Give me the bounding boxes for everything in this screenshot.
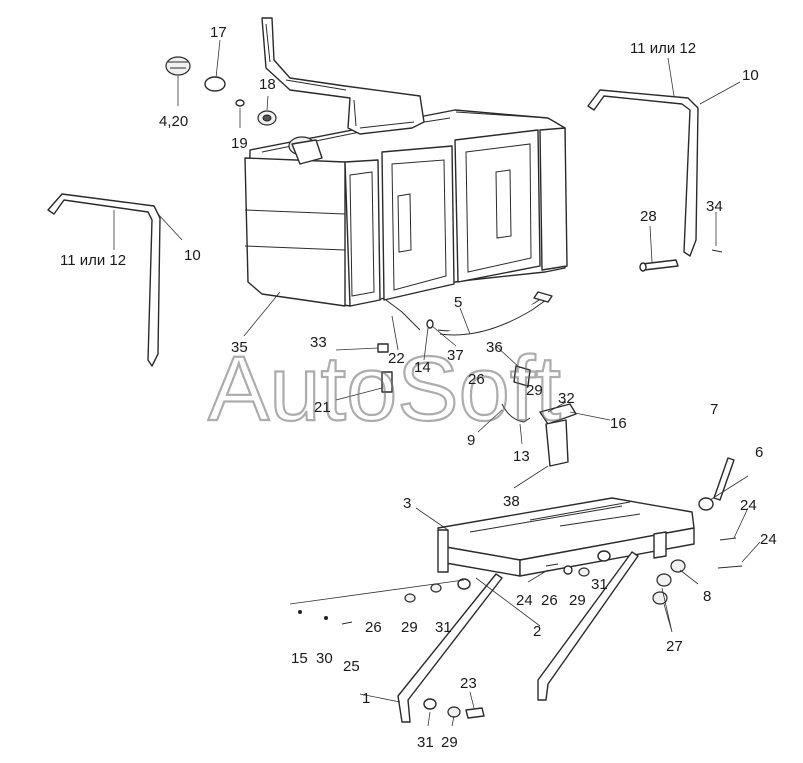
callout-24-c: 24 xyxy=(516,592,533,609)
watermark-text: AutoSoft xyxy=(208,338,561,440)
callout-23: 23 xyxy=(460,675,477,692)
callout-31-mid: 31 xyxy=(591,576,608,593)
callout-21: 21 xyxy=(314,399,331,416)
callout-19: 19 xyxy=(231,135,248,152)
callout-36: 36 xyxy=(486,339,503,356)
support-arm-2 xyxy=(537,551,639,701)
callout-11-or-12-right: 11 или 12 xyxy=(630,40,696,57)
support-arm-1 xyxy=(397,573,503,723)
callout-26-top: 26 xyxy=(468,371,485,388)
callout-35: 35 xyxy=(231,339,248,356)
callout-1: 1 xyxy=(362,690,370,707)
small-washer-19 xyxy=(235,99,245,107)
cotter-pin-34 xyxy=(711,249,723,253)
bolt-24-mid xyxy=(545,563,559,567)
callout-22: 22 xyxy=(388,350,405,367)
dots-15-30 xyxy=(298,610,328,620)
washer-6 xyxy=(698,497,714,511)
fuel-hose-14 xyxy=(385,299,421,331)
callout-33: 33 xyxy=(310,334,327,351)
callout-2: 2 xyxy=(533,623,541,640)
callout-16: 16 xyxy=(610,415,627,432)
cap-gasket xyxy=(204,76,226,92)
fuel-hose-5 xyxy=(437,291,553,336)
nut-29-mid xyxy=(578,567,590,577)
callout-31-bottom: 31 xyxy=(417,734,434,751)
callout-13: 13 xyxy=(513,448,530,465)
tank-strap-right xyxy=(587,89,699,257)
callout-24-a: 24 xyxy=(740,497,757,514)
callout-8: 8 xyxy=(703,588,711,605)
callout-10-left: 10 xyxy=(184,247,201,264)
nut-29-bottom xyxy=(447,706,461,718)
callout-27: 27 xyxy=(666,638,683,655)
callout-7: 7 xyxy=(710,401,718,418)
fuel-tank xyxy=(244,109,568,307)
callout-34: 34 xyxy=(706,198,723,215)
nut-26-low xyxy=(404,593,416,603)
washer-31-low xyxy=(457,578,471,590)
callout-15: 15 xyxy=(291,650,308,667)
nut-29-low xyxy=(430,583,442,593)
callout-29-bottom: 29 xyxy=(441,734,458,751)
callout-29-low: 29 xyxy=(401,619,418,636)
callout-10-right: 10 xyxy=(742,67,759,84)
callout-30: 30 xyxy=(316,650,333,667)
fitting-37 xyxy=(426,319,434,329)
bolt-7 xyxy=(713,457,735,501)
callout-5: 5 xyxy=(454,294,462,311)
tank-cap xyxy=(165,56,191,76)
callout-37: 37 xyxy=(447,347,464,364)
callout-32: 32 xyxy=(558,390,575,407)
nut-27a xyxy=(656,573,672,587)
nut-8 xyxy=(670,559,686,573)
callout-25: 25 xyxy=(343,658,360,675)
callout-29-top: 29 xyxy=(526,382,543,399)
callout-38: 38 xyxy=(503,493,520,510)
callout-31-low: 31 xyxy=(435,619,452,636)
tank-strap-left xyxy=(47,193,161,367)
callout-18: 18 xyxy=(259,76,276,93)
callout-6: 6 xyxy=(755,444,763,461)
filler-flange xyxy=(257,110,277,126)
banjo-fitting-36 xyxy=(513,365,531,387)
filter-bracket-16 xyxy=(539,403,577,425)
washer-31-mid xyxy=(597,550,611,562)
hose-9 xyxy=(501,403,531,423)
leader-lines xyxy=(113,39,761,727)
tank-bracket-frame xyxy=(437,497,695,577)
strap-pin-28 xyxy=(639,259,679,272)
washer-26-mid xyxy=(563,565,573,575)
callout-3: 3 xyxy=(403,495,411,512)
bolt-23 xyxy=(465,707,485,719)
callout-17: 17 xyxy=(210,24,227,41)
callout-11-or-12-left: 11 или 12 xyxy=(60,252,126,269)
callout-28: 28 xyxy=(640,208,657,225)
callout-26-mid: 26 xyxy=(541,592,558,609)
bolt-24-right xyxy=(717,537,743,569)
callout-29-mid: 29 xyxy=(569,592,586,609)
callout-24-b: 24 xyxy=(760,531,777,548)
callout-14: 14 xyxy=(414,359,431,376)
washer-31-bottom xyxy=(423,698,437,710)
vent-pipe xyxy=(261,17,425,135)
bolt-25 xyxy=(341,621,353,625)
callout-labels: 17 18 4,20 19 11 или 12 10 11 или 12 10 … xyxy=(60,24,777,751)
fitting-21 xyxy=(381,371,393,393)
callout-9: 9 xyxy=(467,432,475,449)
fuel-filter-38 xyxy=(545,419,569,467)
callout-26-low: 26 xyxy=(365,619,382,636)
callout-4-20: 4,20 xyxy=(159,113,188,130)
